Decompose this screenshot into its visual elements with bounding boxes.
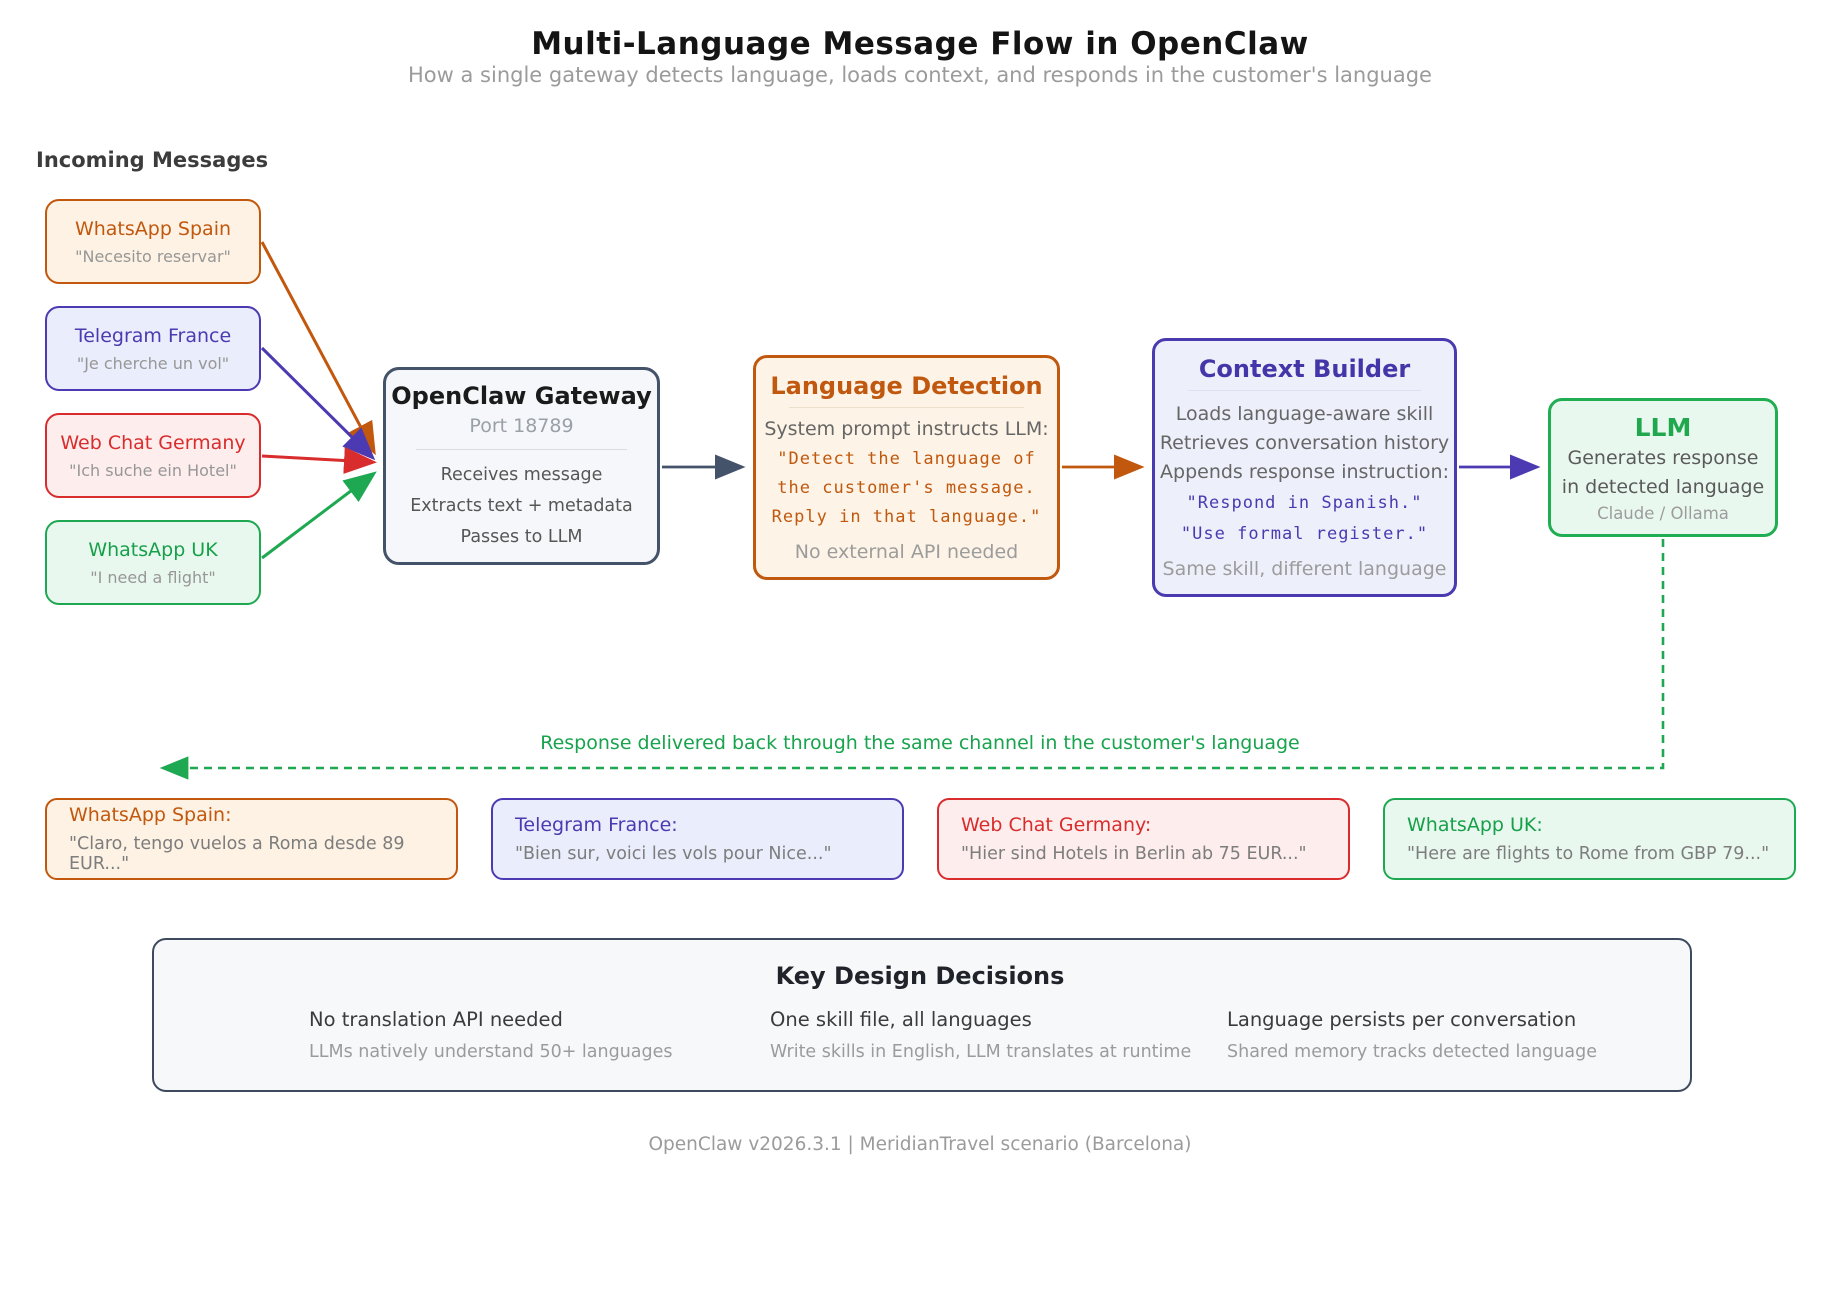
divider bbox=[1187, 390, 1422, 391]
response-box-telegram-france: Telegram France: "Bien sur, voici les vo… bbox=[491, 798, 904, 880]
response-channel: Web Chat Germany: bbox=[961, 814, 1152, 836]
channel-name: Web Chat Germany bbox=[60, 431, 246, 454]
context-builder-line: Loads language-aware skill bbox=[1175, 403, 1434, 425]
llm-note: Claude / Ollama bbox=[1597, 503, 1729, 523]
channel-message: "Ich suche ein Hotel" bbox=[69, 460, 237, 480]
incoming-box-whatsapp-uk: WhatsApp UK "I need a flight" bbox=[45, 520, 261, 605]
divider bbox=[789, 407, 1024, 408]
prompt-line: Reply in that language." bbox=[771, 507, 1042, 527]
gateway-line: Extracts text + metadata bbox=[410, 496, 633, 516]
return-flow-label: Response delivered back through the same… bbox=[540, 732, 1300, 754]
gateway-line: Passes to LLM bbox=[460, 527, 583, 547]
incoming-box-webchat-germany: Web Chat Germany "Ich suche ein Hotel" bbox=[45, 413, 261, 498]
channel-message: "Necesito reservar" bbox=[75, 246, 231, 266]
instruction-line: "Respond in Spanish." bbox=[1186, 493, 1423, 513]
language-detection-intro: System prompt instructs LLM: bbox=[764, 418, 1049, 440]
decision-heading: One skill file, all languages bbox=[770, 1008, 1032, 1031]
response-box-whatsapp-spain: WhatsApp Spain: "Claro, tengo vuelos a R… bbox=[45, 798, 458, 880]
response-message: "Here are flights to Rome from GBP 79...… bbox=[1407, 844, 1770, 864]
response-channel: WhatsApp Spain: bbox=[69, 804, 232, 826]
gateway-title: OpenClaw Gateway bbox=[391, 382, 652, 410]
key-decisions-panel bbox=[152, 938, 1692, 1092]
context-builder-title: Context Builder bbox=[1198, 355, 1411, 383]
gateway-line: Receives message bbox=[440, 465, 603, 485]
context-builder-note: Same skill, different language bbox=[1162, 558, 1447, 580]
decision-item: One skill file, all languages Write skil… bbox=[770, 1008, 1191, 1062]
response-message: "Hier sind Hotels in Berlin ab 75 EUR...… bbox=[961, 844, 1307, 864]
response-box-webchat-germany: Web Chat Germany: "Hier sind Hotels in B… bbox=[937, 798, 1350, 880]
context-builder-line: Retrieves conversation history bbox=[1159, 432, 1450, 454]
divider bbox=[415, 449, 628, 450]
context-builder-line: Appends response instruction: bbox=[1160, 461, 1449, 483]
footer-caption: OpenClaw v2026.3.1 | MeridianTravel scen… bbox=[648, 1134, 1192, 1155]
channel-message: "I need a flight" bbox=[90, 567, 216, 587]
decision-heading: No translation API needed bbox=[309, 1008, 563, 1031]
response-channel: Telegram France: bbox=[515, 814, 678, 836]
incoming-box-telegram-france: Telegram France "Je cherche un vol" bbox=[45, 306, 261, 391]
llm-line: Generates response bbox=[1567, 446, 1759, 469]
channel-name: Telegram France bbox=[74, 324, 232, 347]
decision-detail: Write skills in English, LLM translates … bbox=[770, 1042, 1192, 1062]
response-message: "Claro, tengo vuelos a Roma desde 89 EUR… bbox=[69, 834, 405, 874]
language-detection-node: Language Detection System prompt instruc… bbox=[753, 355, 1060, 580]
gateway-port: Port 18789 bbox=[469, 415, 574, 437]
llm-line: in detected language bbox=[1561, 475, 1765, 498]
instruction-line: "Use formal register." bbox=[1180, 524, 1429, 544]
gateway-node: OpenClaw Gateway Port 18789 Receives mes… bbox=[383, 367, 660, 565]
arrow-telegram-france-to-gateway bbox=[260, 346, 376, 461]
llm-title: LLM bbox=[1634, 412, 1692, 442]
arrow-webchat-germany-to-gateway bbox=[261, 447, 377, 474]
page-title: Multi-Language Message Flow in OpenClaw bbox=[531, 26, 1309, 62]
arrow-whatsapp-spain-to-gateway bbox=[260, 241, 376, 456]
decision-item: Language persists per conversation Share… bbox=[1227, 1008, 1597, 1062]
channel-message: "Je cherche un vol" bbox=[76, 353, 230, 373]
response-message: "Bien sur, voici les vols pour Nice..." bbox=[515, 844, 832, 864]
incoming-messages-heading: Incoming Messages bbox=[36, 148, 269, 172]
channel-name: WhatsApp Spain bbox=[74, 217, 232, 240]
prompt-line: the customer's message. bbox=[777, 478, 1036, 498]
llm-node: LLM Generates response in detected langu… bbox=[1548, 398, 1778, 537]
arrow-whatsapp-uk-to-gateway bbox=[261, 471, 377, 560]
decision-detail: Shared memory tracks detected language bbox=[1227, 1042, 1597, 1062]
channel-name: WhatsApp UK bbox=[88, 538, 218, 561]
decision-item: No translation API needed LLMs natively … bbox=[309, 1008, 673, 1062]
prompt-line: "Detect the language of bbox=[777, 449, 1036, 469]
page-subtitle: How a single gateway detects language, l… bbox=[408, 63, 1432, 87]
key-decisions-title: Key Design Decisions bbox=[775, 962, 1065, 990]
incoming-box-whatsapp-spain: WhatsApp Spain "Necesito reservar" bbox=[45, 199, 261, 284]
language-detection-title: Language Detection bbox=[770, 372, 1043, 400]
response-box-whatsapp-uk: WhatsApp UK: "Here are flights to Rome f… bbox=[1383, 798, 1796, 880]
context-builder-node: Context Builder Loads language-aware ski… bbox=[1152, 338, 1457, 597]
response-channel: WhatsApp UK: bbox=[1407, 814, 1543, 836]
decision-heading: Language persists per conversation bbox=[1227, 1008, 1577, 1031]
decision-detail: LLMs natively understand 50+ languages bbox=[309, 1042, 673, 1062]
language-detection-note: No external API needed bbox=[794, 541, 1019, 563]
